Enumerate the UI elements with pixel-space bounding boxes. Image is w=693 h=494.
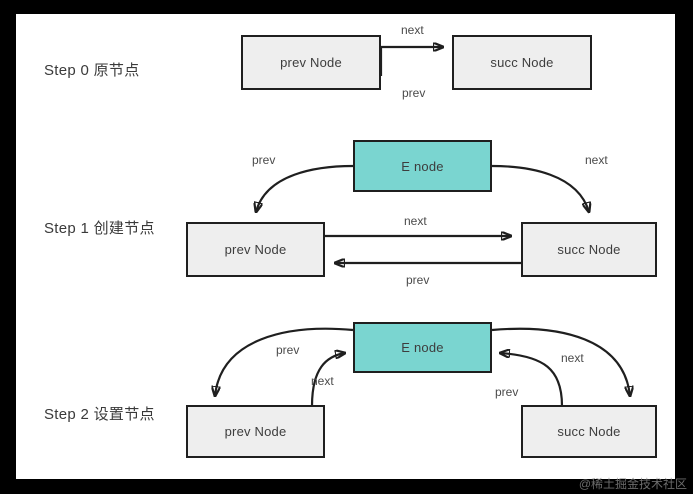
step-0-edge-label-prev: prev: [402, 86, 426, 100]
step-2-node-enode: E node: [353, 322, 492, 373]
step-2-node-prev: prev Node: [186, 405, 325, 458]
step-1-node-enode-text: E node: [401, 158, 444, 174]
step-2-label: Step 2 设置节点: [44, 406, 155, 423]
step-1-edge-label-enode-next: next: [585, 153, 608, 167]
step-0-edge-label-next: next: [401, 23, 424, 37]
step-1-node-succ: succ Node: [521, 222, 657, 277]
step-0-node-succ: succ Node: [452, 35, 592, 90]
step-0-node-prev: prev Node: [241, 35, 381, 90]
arrow-step1-enode-prev: [256, 164, 354, 212]
step-1-node-enode: E node: [353, 140, 492, 192]
step-0-node-prev-text: prev Node: [280, 55, 342, 70]
step-1-node-prev-text: prev Node: [224, 242, 287, 257]
step-1-edge-label-succ-prev: prev: [406, 273, 430, 287]
step-1-edge-label-enode-prev: prev: [252, 153, 276, 167]
step-1-node-succ-text: succ Node: [557, 242, 621, 257]
arrow-step1-enode-next: [491, 164, 589, 212]
step-2-edge-label-enode-next: next: [561, 351, 584, 365]
step-2-node-succ-text: succ Node: [557, 424, 621, 439]
step-1-edge-label-prev-next: next: [404, 214, 427, 228]
step-1-node-prev: prev Node: [186, 222, 325, 277]
diagram-canvas: Step 0 原节点 prev Node succ Node next prev…: [16, 14, 675, 479]
watermark: @稀土掘金技术社区: [578, 477, 687, 491]
step-2-node-enode-text: E node: [401, 340, 444, 355]
step-0-node-succ-text: succ Node: [490, 55, 554, 70]
step-2-edge-label-enode-prev: prev: [276, 343, 300, 357]
step-2-node-succ: succ Node: [521, 405, 657, 458]
step-2-node-prev-text: prev Node: [224, 424, 287, 439]
step-0-label: Step 0 原节点: [44, 62, 140, 79]
step-2-edge-label-prev-next: next: [311, 374, 334, 388]
step-2-edge-label-succ-prev: prev: [495, 385, 519, 399]
step-1-label: Step 1 创建节点: [44, 220, 155, 237]
